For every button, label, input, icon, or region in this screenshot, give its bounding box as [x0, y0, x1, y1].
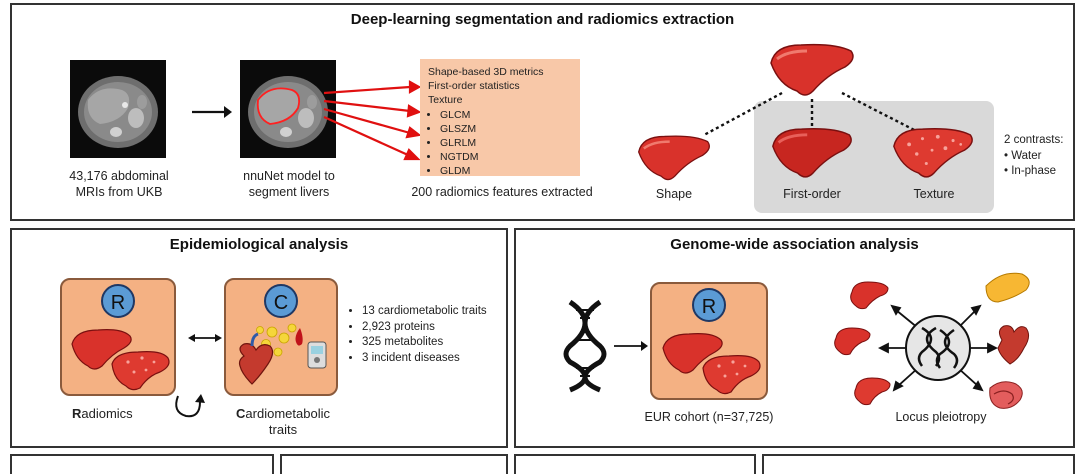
- liver-icon: [770, 43, 854, 96]
- mri-scan-image: [70, 60, 166, 158]
- gwas-radiomics-card: R: [650, 282, 768, 400]
- mri-caption: 43,176 abdominal MRIs from UKB: [69, 169, 169, 199]
- trait-item: 325 metabolites: [362, 335, 487, 351]
- radiomics-livers-icon: [71, 329, 170, 391]
- shape-liver-icon: [637, 135, 710, 181]
- segmentation-panel-title: Deep-learning segmentation and radiomics…: [350, 11, 735, 28]
- radiomics-features-box: Shape-based 3D metrics First-order stati…: [420, 59, 580, 179]
- contrasts-block: 2 contrasts: • Water • In-phase: [1004, 133, 1063, 180]
- texture-feature-item: NGTDM: [440, 150, 572, 164]
- right-arrow-icon: [192, 106, 232, 118]
- feature-texture-label: Texture: [428, 94, 463, 107]
- bidirectional-arrow-icon: [188, 334, 222, 342]
- trait-item: 3 incident diseases: [362, 351, 487, 367]
- trait-item: 2,923 proteins: [362, 320, 487, 336]
- dna-helix-icon: [563, 299, 607, 393]
- cohort-caption: EUR cohort (n=37,725): [644, 410, 774, 424]
- shape-label: Shape: [655, 187, 693, 201]
- radiomics-card: R: [60, 278, 176, 396]
- trait-item: 13 cardiometabolic traits: [362, 304, 487, 320]
- radiomics-badge: R: [101, 284, 135, 318]
- self-loop-arrow-icon: [175, 394, 205, 418]
- texture-liver-icon: [893, 128, 973, 178]
- contrast-item: • In-phase: [1004, 165, 1056, 178]
- texture-feature-item: GLCM: [440, 108, 572, 122]
- epidemiological-panel: Epidemiological analysis R Radiomics C: [10, 228, 508, 448]
- texture-feature-list: GLCM GLSZM GLRLM NGTDM GLDM: [428, 108, 572, 179]
- right-arrow-icon: [614, 341, 648, 351]
- gwas-livers-icon: [662, 333, 761, 395]
- segmented-liver-graphic: [248, 76, 328, 148]
- texture-feature-item: GLSZM: [440, 122, 572, 136]
- cardiometabolic-card: C: [224, 278, 338, 396]
- texture-label: Texture: [913, 187, 955, 201]
- first-order-liver-icon: [772, 128, 852, 178]
- gwas-panel-title: Genome-wide association analysis: [670, 236, 919, 253]
- contrast-item: • Water: [1004, 149, 1042, 162]
- pleiotropy-hub-diagram: [834, 272, 1030, 409]
- texture-feature-item: GLDM: [440, 164, 572, 178]
- gwas-radiomics-badge: R: [692, 288, 726, 322]
- radiomics-label: Radiomics: [72, 406, 133, 421]
- feature-first-order-label: First-order statistics: [428, 80, 520, 93]
- cardiometabolic-label: Cardiometabolic traits: [236, 406, 330, 438]
- cardiometabolic-badge: C: [264, 284, 298, 318]
- features-caption: 200 radiomics features extracted: [411, 185, 593, 199]
- bottom-panel-4: [762, 454, 1075, 474]
- trait-list: 13 cardiometabolic traits 2,923 proteins…: [350, 304, 487, 366]
- gwas-panel: Genome-wide association analysis R EUR c…: [514, 228, 1075, 448]
- segmented-mri-image: [240, 60, 336, 158]
- bottom-panel-2: [280, 454, 508, 474]
- mri-abdomen-graphic: [78, 76, 158, 148]
- model-caption: nnuNet model to segment livers: [243, 169, 335, 199]
- feature-arrows: [323, 80, 422, 161]
- first-order-label: First-order: [783, 187, 841, 201]
- bottom-panel-3: [514, 454, 756, 474]
- texture-feature-item: GLRLM: [440, 136, 572, 150]
- pleiotropy-caption: Locus pleiotropy: [895, 410, 987, 424]
- segmentation-panel: Deep-learning segmentation and radiomics…: [10, 3, 1075, 221]
- cardiometabolic-icons: [238, 323, 327, 385]
- contrasts-title: 2 contrasts:: [1004, 134, 1064, 146]
- bottom-panel-1: [10, 454, 274, 474]
- liver-connector-lines: [703, 91, 925, 137]
- feature-shape-label: Shape-based 3D metrics: [428, 66, 544, 78]
- epidemiological-panel-title: Epidemiological analysis: [169, 236, 349, 253]
